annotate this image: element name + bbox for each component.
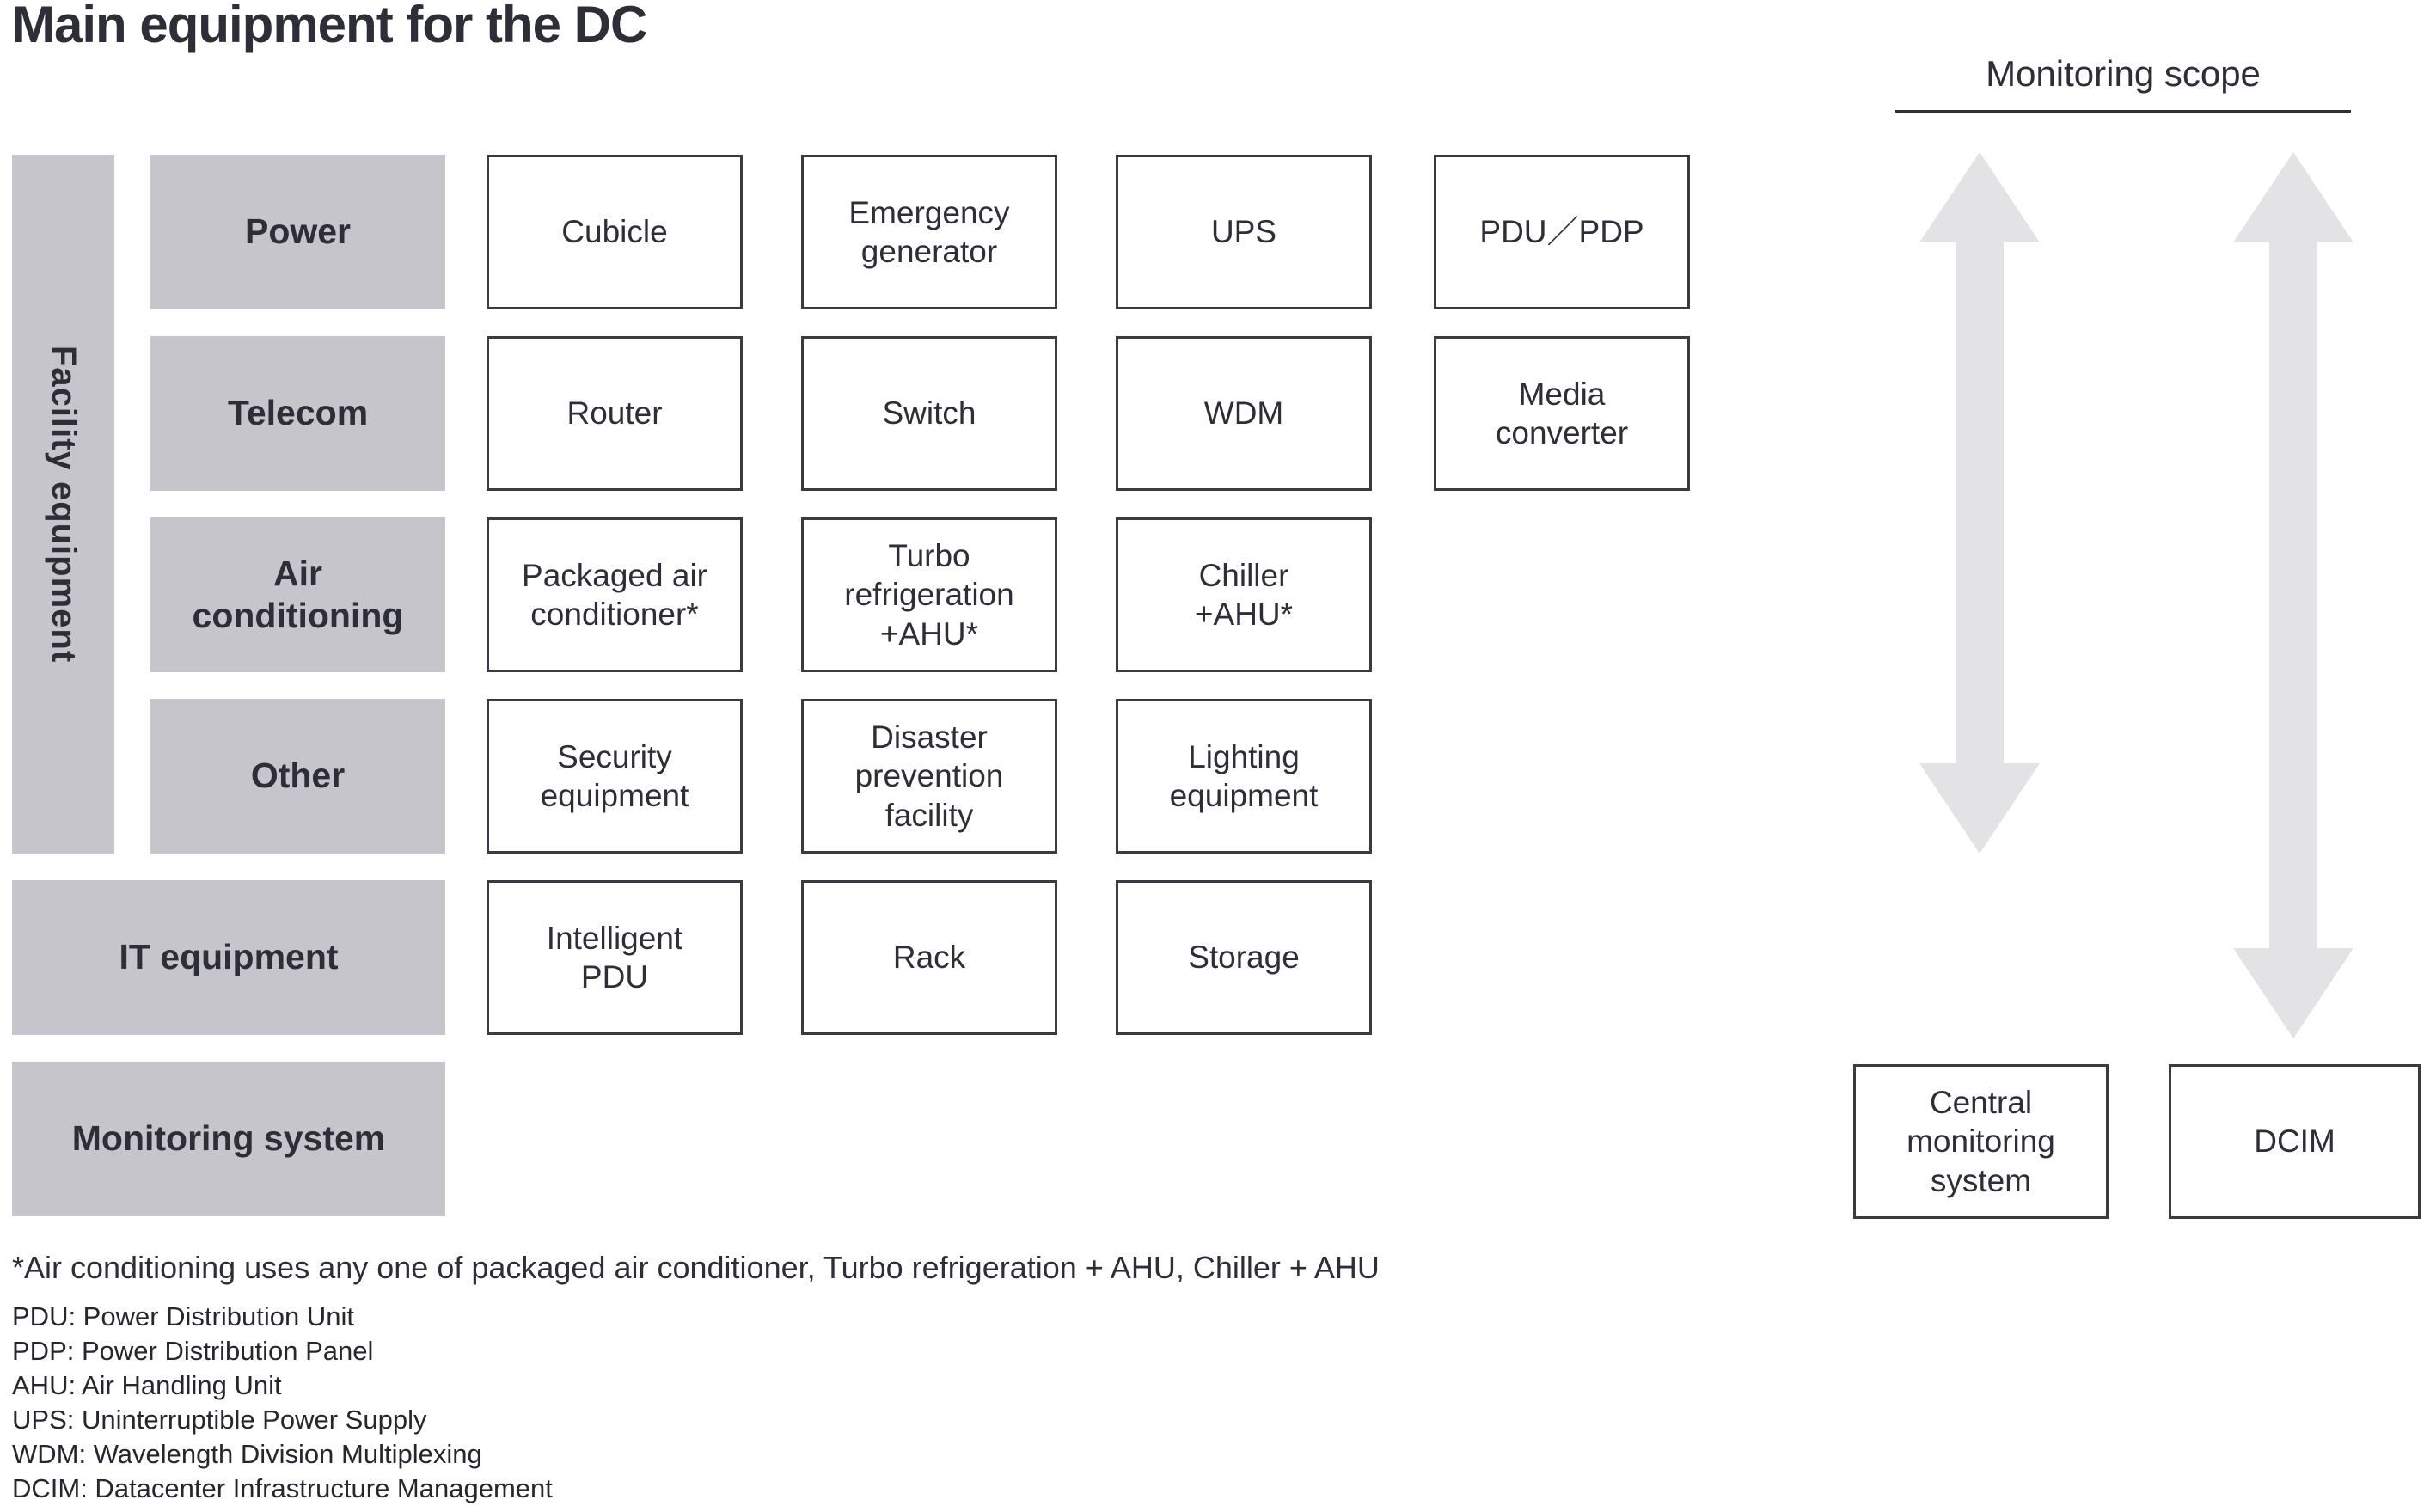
equipment-box-security-equipment: Security equipment [487, 699, 743, 854]
dcim-box: DCIM [2169, 1064, 2421, 1219]
abbreviation-line-ups: UPS: Uninterruptible Power Supply [12, 1405, 427, 1435]
category-telecom: Telecom [150, 336, 445, 491]
equipment-box-lighting-equipment: Lighting equipment [1116, 699, 1372, 854]
monitoring-system-label: Monitoring system [12, 1062, 445, 1216]
air-conditioning-footnote: *Air conditioning uses any one of packag… [12, 1250, 1380, 1285]
category-other: Other [150, 699, 445, 854]
equipment-box-disaster-prevention-facility: Disaster prevention facility [801, 699, 1057, 854]
equipment-box-turbo-refrigeration-ahu: Turbo refrigeration +AHU* [801, 517, 1057, 672]
it-equipment-label: IT equipment [12, 880, 445, 1035]
equipment-box-cubicle: Cubicle [487, 155, 743, 309]
abbreviation-line-wdm: WDM: Wavelength Division Multiplexing [12, 1439, 482, 1469]
monitoring-scope-heading: Monitoring scope [1895, 53, 2351, 113]
abbreviation-list: PDU: Power Distribution Unit PDP: Power … [12, 1300, 553, 1506]
page-title: Main equipment for the DC [12, 0, 647, 53]
category-air-conditioning: Air conditioning [150, 517, 445, 672]
abbreviation-line-ahu: AHU: Air Handling Unit [12, 1370, 282, 1400]
abbreviation-line-pdp: PDP: Power Distribution Panel [12, 1336, 374, 1366]
facility-equipment-bar: Facility equipment [12, 155, 114, 854]
equipment-box-router: Router [487, 336, 743, 491]
equipment-box-packaged-air-conditioner: Packaged air conditioner* [487, 517, 743, 672]
monitoring-scope-arrow-dcim [2233, 152, 2353, 1038]
equipment-box-wdm: WDM [1116, 336, 1372, 491]
equipment-box-media-converter: Media converter [1434, 336, 1690, 491]
equipment-box-storage: Storage [1116, 880, 1372, 1035]
equipment-box-emergency-generator: Emergency generator [801, 155, 1057, 309]
equipment-box-chiller-ahu: Chiller +AHU* [1116, 517, 1372, 672]
abbreviation-line-pdu: PDU: Power Distribution Unit [12, 1301, 354, 1331]
equipment-box-ups: UPS [1116, 155, 1372, 309]
monitoring-scope-arrow-central [1919, 152, 2040, 854]
facility-equipment-label: Facility equipment [45, 345, 83, 664]
equipment-box-pdu-pdp: PDU／PDP [1434, 155, 1690, 309]
equipment-box-rack: Rack [801, 880, 1057, 1035]
equipment-box-intelligent-pdu: Intelligent PDU [487, 880, 743, 1035]
category-power: Power [150, 155, 445, 309]
central-monitoring-system-box: Central monitoring system [1853, 1064, 2109, 1219]
abbreviation-line-dcim: DCIM: Datacenter Infrastructure Manageme… [12, 1473, 553, 1503]
equipment-box-switch: Switch [801, 336, 1057, 491]
